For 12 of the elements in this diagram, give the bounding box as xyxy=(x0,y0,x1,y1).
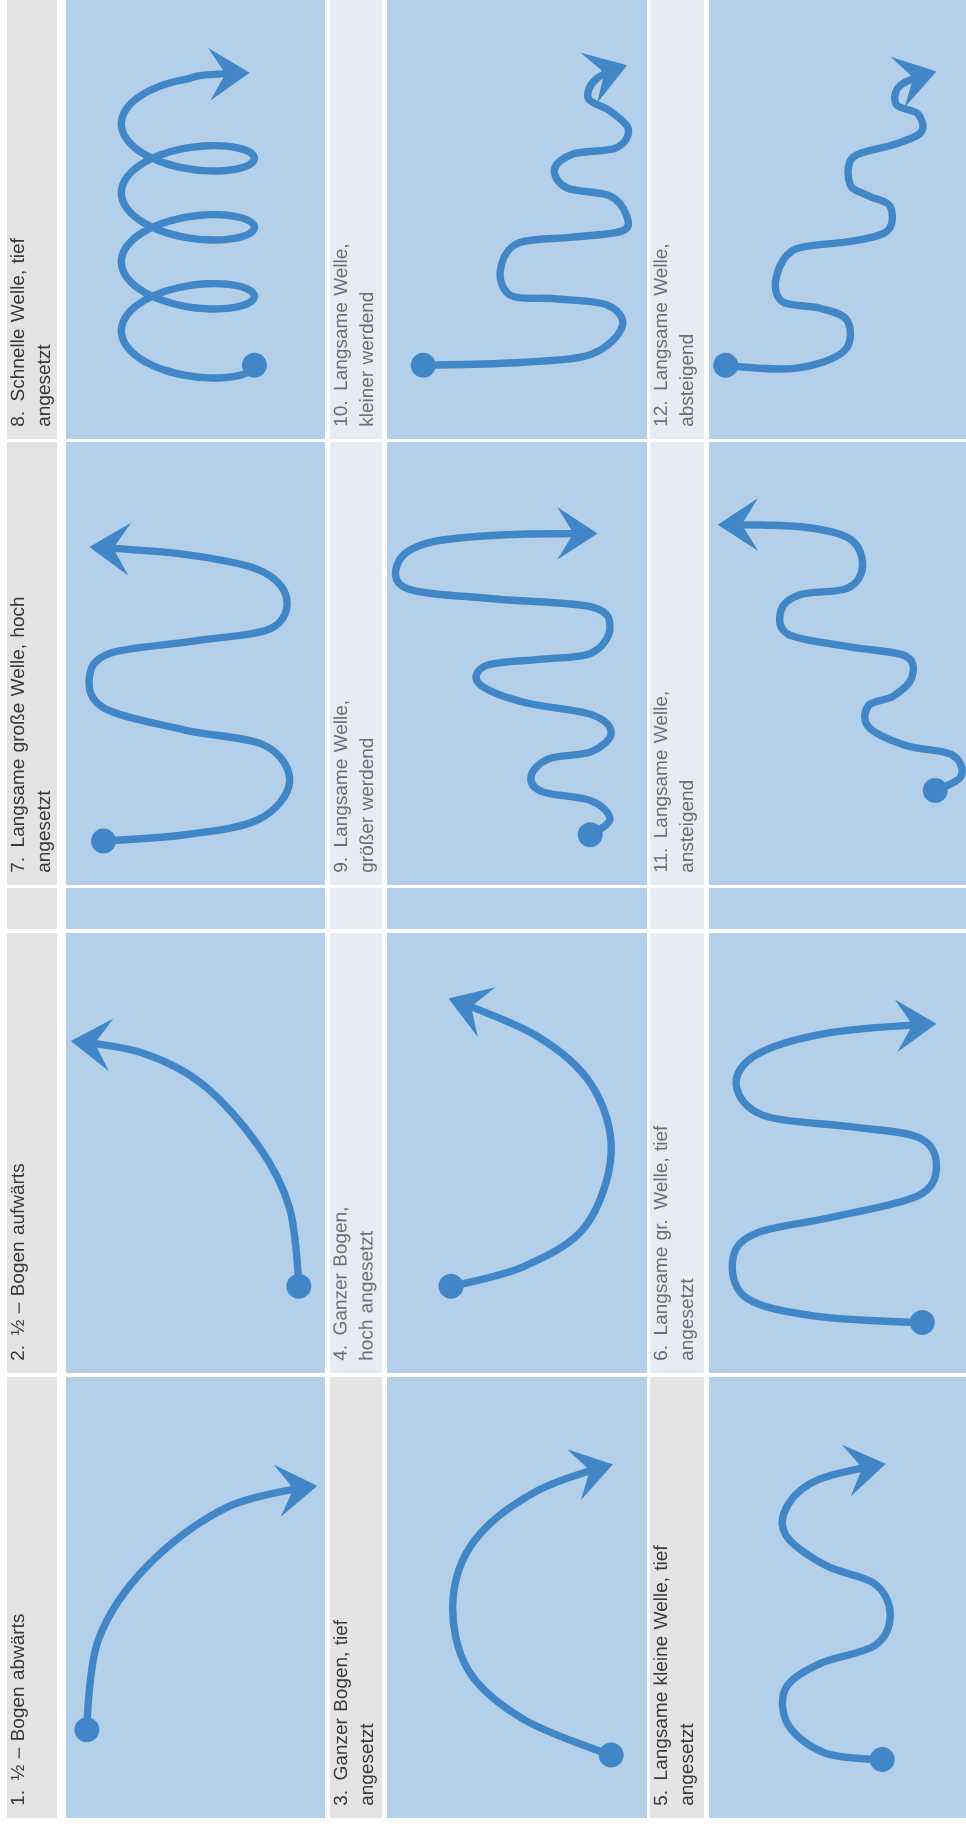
header-cell: 5. Langsame kleine Welle, tief angesetzt xyxy=(650,1377,704,1818)
header-cell: 4. Ganzer Bogen, hoch angesetzt xyxy=(330,933,382,1373)
header-cell: 8. Schnelle Welle, tief angesetzt xyxy=(7,0,57,439)
header-cell: 6. Langsame gr. Welle, tief angesetzt xyxy=(650,933,704,1373)
header-cell: 3. Ganzer Bogen, tief angesetzt xyxy=(330,1377,382,1818)
header-cell: 9. Langsame Welle, größer werdend xyxy=(330,442,382,885)
header-cell: 1. ½ – Bogen abwärts xyxy=(7,1377,57,1818)
header-cell: 11. Langsame Welle, ansteigend xyxy=(650,442,704,885)
header-cell: 12. Langsame Welle, absteigend xyxy=(650,0,704,439)
header-cell: 7. Langsame große Welle, hoch angesetzt xyxy=(7,442,57,885)
header-cell: 10. Langsame Welle, kleiner werdend xyxy=(330,0,382,439)
header-cell: 2. ½ – Bogen aufwärts xyxy=(7,933,57,1373)
